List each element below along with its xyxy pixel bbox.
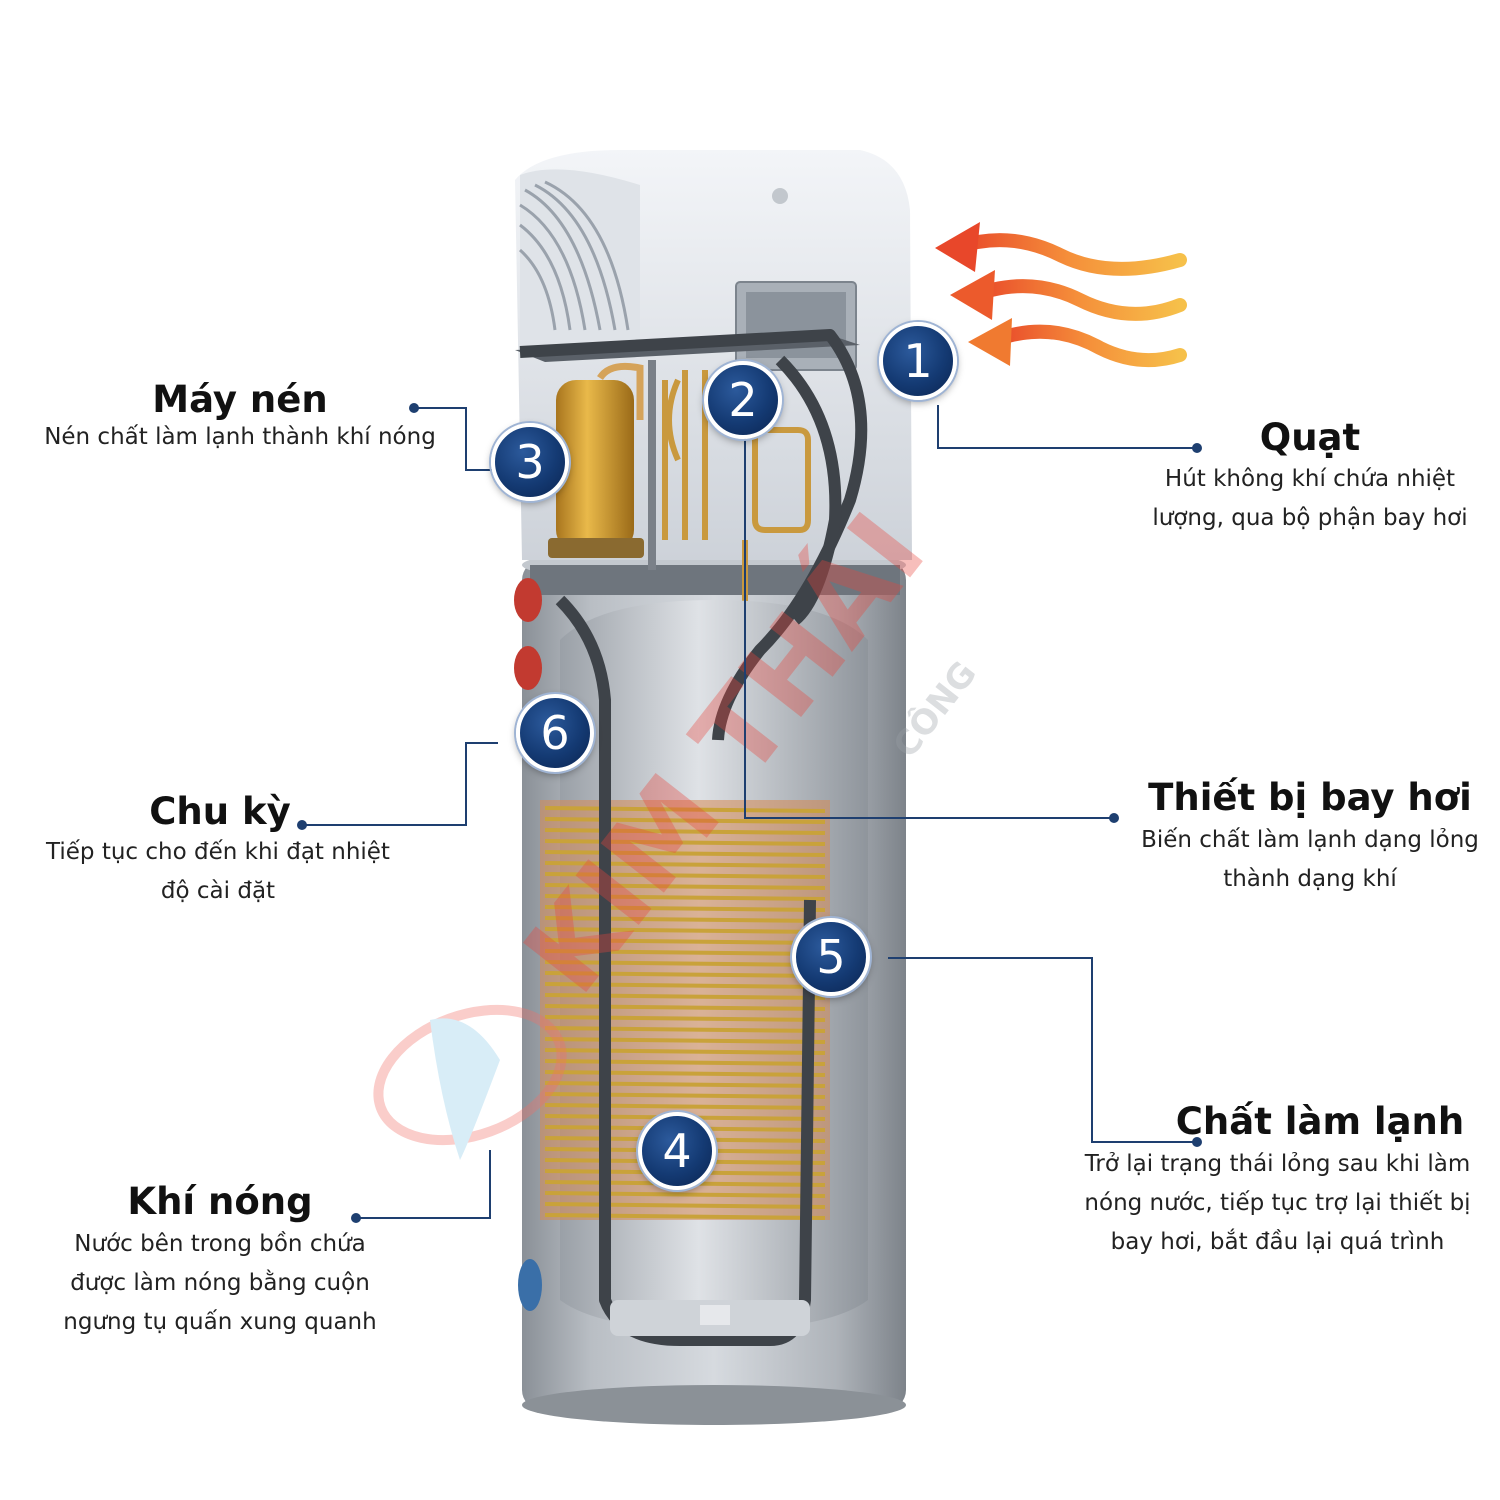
callout-title-hot-gas: Khí nóng [127, 1180, 313, 1223]
callout-desc-compressor: Nén chất làm lạnh thành khí nóng [44, 424, 436, 450]
coil-winding [544, 993, 826, 1000]
callout-title-cycle: Chu kỳ [149, 790, 291, 833]
badge-1: 1 [879, 322, 957, 400]
callout-title-refrigerant: Chất làm lạnh [1175, 1100, 1465, 1143]
coil-winding [544, 1092, 826, 1099]
coil-winding [544, 1037, 826, 1044]
callout-title-compressor: Máy nén [152, 378, 328, 421]
callout-title-fan: Quạt [1259, 416, 1361, 459]
coil-winding [544, 971, 826, 978]
coil-winding [544, 1191, 826, 1198]
coil-winding [544, 1081, 826, 1088]
coil-winding [544, 872, 826, 879]
badge-6: 6 [516, 694, 594, 772]
coil-winding [544, 1103, 826, 1110]
badge-5: 5 [792, 918, 870, 996]
coil-winding [544, 1202, 826, 1209]
fan-grille [519, 180, 630, 331]
coil-winding [544, 927, 826, 934]
coil-winding [544, 850, 826, 857]
coil-winding [544, 1015, 826, 1022]
badge-3: 3 [491, 423, 569, 501]
coil-winding [544, 905, 826, 912]
coil-winding [544, 861, 826, 868]
coil-winding [544, 916, 826, 923]
coil-winding [544, 806, 826, 813]
airflow-arrows [935, 222, 1187, 368]
coil-winding [544, 938, 826, 945]
coil-winding [544, 1059, 826, 1066]
coil-winding [544, 1026, 826, 1033]
coil-winding [544, 894, 826, 901]
base [610, 1300, 810, 1336]
coil-winding [544, 949, 826, 956]
leader-dots [297, 403, 1202, 1223]
coil-winding [544, 828, 826, 835]
coil-winding [544, 960, 826, 967]
coil-winding [544, 883, 826, 890]
coil-winding [544, 839, 826, 846]
coil-winding [544, 1048, 826, 1055]
water-ports [514, 578, 542, 1311]
leader-lines [302, 405, 1197, 1219]
callout-title-evaporator: Thiết bị bay hơi [1148, 776, 1472, 819]
coil-winding [544, 982, 826, 989]
coil-winding [544, 1004, 826, 1011]
badge-4: 4 [638, 1112, 716, 1190]
coil-winding [544, 1070, 826, 1077]
coil-winding [544, 817, 826, 824]
badge-2: 2 [704, 361, 782, 439]
coil-winding [544, 1213, 826, 1220]
compressor [548, 362, 644, 558]
